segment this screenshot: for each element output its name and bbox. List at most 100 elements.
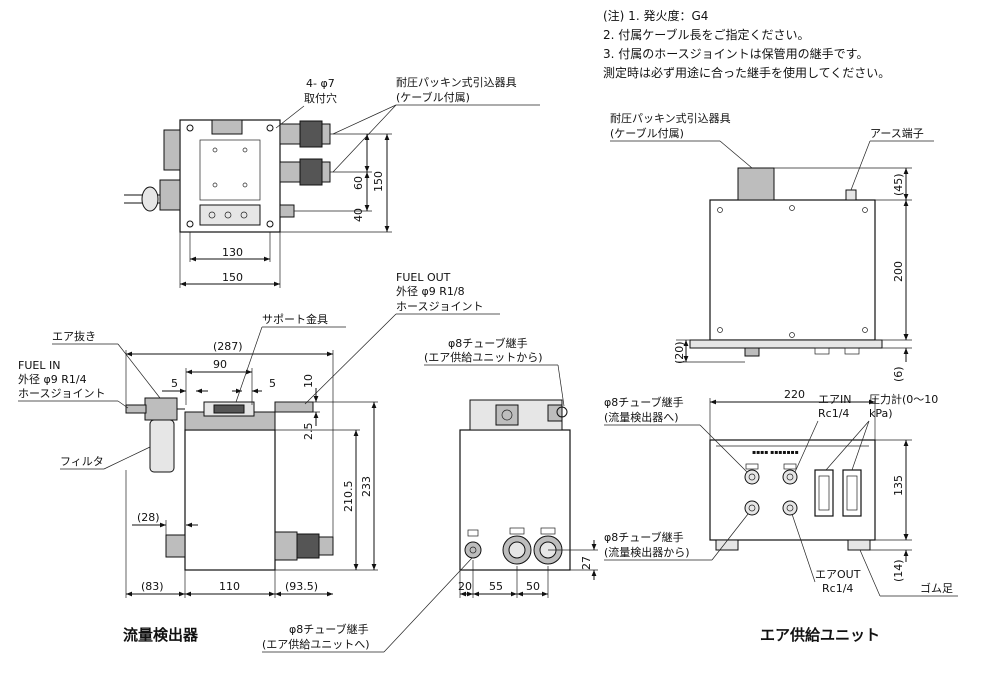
air-in-port-icon	[782, 469, 798, 485]
air-out-label-line1: エアOUT	[815, 568, 861, 581]
middle-top-valve	[495, 404, 519, 426]
dim-60: 60	[352, 176, 365, 190]
top-view-top-block	[211, 119, 243, 135]
fuel-in-label-line1: FUEL IN	[18, 359, 60, 372]
air-unit-side-base	[689, 339, 883, 349]
dim-5-left: 5	[171, 377, 178, 390]
dim-10: 10	[302, 374, 315, 388]
air-unit-nameplate: ▪▪▪▪ ▪▪▪▪▪▪▪	[752, 449, 799, 456]
dim-27: 27	[580, 556, 593, 570]
gland-label-line2: (ケーブル付属)	[396, 90, 470, 104]
detector-gland-base	[274, 531, 298, 561]
middle-fitting-left-icon	[464, 541, 482, 559]
dim-45: (45)	[892, 173, 905, 196]
holes-label-line2: 取付穴	[304, 91, 337, 105]
tube-to-detector-label-line2: (流量検出器へ)	[604, 410, 679, 424]
air-unit-gland-label-line2: (ケーブル付属)	[610, 126, 684, 140]
pressure-gauge-right	[842, 469, 862, 517]
dim-210-5: 210.5	[342, 481, 355, 513]
dim-2-5: 2.5	[302, 423, 315, 441]
mount-hole-icon	[266, 220, 274, 228]
tube-top-label-line2: (エア供給ユニットから)	[424, 350, 543, 364]
fuel-out-hose-joint	[274, 401, 314, 413]
gauge-label-line1: 圧力計(0〜10	[869, 392, 938, 406]
top-view-right-fitting	[279, 204, 295, 218]
support-bracket-label: サポート金具	[262, 312, 328, 326]
fuel-in-label-line2: 外径 φ9 R1/4	[18, 373, 87, 386]
middle-top-tube-fitting-icon	[556, 406, 568, 418]
fuel-in-hose-joint	[125, 404, 147, 414]
mount-hole-icon	[186, 220, 194, 228]
note-line-1: (注) 1. 発火度：G4	[603, 8, 708, 23]
notes-block: (注) 1. 発火度：G4 2. 付属ケーブル長をご指定ください。 3. 付属の…	[603, 8, 890, 80]
dim-90: 90	[213, 358, 227, 371]
note-line-3: 3. 付属のホースジョイントは保管用の継手です。	[603, 46, 868, 61]
dim-110: 110	[219, 580, 240, 593]
dim-6: (6)	[892, 366, 905, 382]
mount-hole-icon	[266, 124, 274, 132]
dim-20: 20	[458, 580, 472, 593]
air-unit-side-body	[709, 199, 876, 341]
fuel-out-label-line2: 外径 φ9 R1/8	[396, 285, 465, 298]
air-unit-side-middle: 20 55 50 27 φ8チューブ継手 (エア供給ユニットから) φ8チューブ…	[262, 336, 598, 653]
top-view: 130 150 60 40 150 4- φ7 取付穴 耐圧パッキン式引込器具 …	[124, 75, 540, 288]
air-unit-foot-left	[715, 539, 739, 551]
air-unit-tube-fitting-lower-icon	[744, 500, 760, 516]
top-view-terminal-block	[199, 204, 261, 226]
air-unit-foot-right	[847, 539, 871, 551]
dim-150-width: 150	[222, 271, 243, 284]
note-line-2: 2. 付属ケーブル長をご指定ください。	[603, 27, 810, 42]
detector-sensor	[213, 404, 245, 414]
note-line-4: 測定時は必ず用途に合った継手を使用してください。	[603, 65, 890, 80]
top-view-inner-plate	[199, 139, 261, 201]
tube-from-detector-label-line1: φ8チューブ継手	[604, 530, 684, 544]
tube-bottom-label-line2: (エア供給ユニットへ)	[262, 637, 370, 651]
tube-bottom-label-line1: φ8チューブ継手	[289, 622, 369, 636]
air-unit-side-gland	[737, 167, 775, 201]
earth-terminal-label: アース端子	[870, 127, 924, 140]
fuel-in-label-line3: ホースジョイント	[18, 387, 105, 400]
dim-55: 55	[489, 580, 503, 593]
top-view-left-fitting	[163, 129, 181, 171]
detector-body	[184, 429, 276, 571]
dim-233: 233	[360, 476, 373, 497]
detector-gland-tail	[318, 536, 334, 556]
top-view-gland-lower-nut	[299, 158, 323, 186]
gauge-label-line2: kPa)	[869, 407, 893, 420]
dim-287: (287)	[213, 340, 243, 353]
filter-label: フィルタ	[60, 455, 104, 468]
air-out-label-line2: Rc1/4	[822, 582, 853, 595]
earth-terminal-icon	[845, 189, 857, 201]
top-view-filter-bowl	[141, 186, 159, 212]
air-unit-front-view: ▪▪▪▪ ▪▪▪▪▪▪▪ 220 135 (14) φ8チューブ継手	[604, 388, 958, 644]
air-vent-label: エア抜き	[52, 329, 96, 343]
filter-bowl	[149, 419, 175, 473]
dim-28: (28)	[137, 511, 160, 524]
air-unit-gland-label-line1: 耐圧パッキン式引込器具	[610, 111, 731, 125]
flow-detector-front: (287) 90 5 5 10 2.5 210.5 233 (28)	[18, 271, 500, 644]
air-unit-tube-fitting-upper-icon	[744, 469, 760, 485]
dim-40: 40	[352, 208, 365, 222]
dim-14: (14)	[892, 559, 905, 582]
dim-83: (83)	[141, 580, 164, 593]
air-in-label-line2: Rc1/4	[818, 407, 849, 420]
flow-detector-title: 流量検出器	[123, 626, 199, 644]
air-out-port-icon	[782, 500, 798, 516]
air-unit-title: エア供給ユニット	[760, 626, 880, 644]
rubber-feet-label: ゴム足	[920, 581, 953, 595]
dim-5-right: 5	[269, 377, 276, 390]
detector-left-lower-fitting	[165, 534, 186, 558]
fuel-out-label-line1: FUEL OUT	[396, 271, 451, 284]
dim-220: 220	[784, 388, 805, 401]
top-view-gland-upper-nut	[299, 120, 323, 148]
detector-gland-nut	[296, 533, 320, 559]
dim-93-5: (93.5)	[285, 580, 318, 593]
pressure-gauge-left	[814, 469, 834, 517]
gland-label-line1: 耐圧パッキン式引込器具	[396, 75, 517, 89]
dim-135: 135	[892, 475, 905, 496]
tube-top-label-line1: φ8チューブ継手	[448, 336, 528, 350]
dim-20-paren: (20)	[673, 341, 686, 364]
air-unit-side-view: (45) 200 (6) (20) 耐圧パッキン式引込器具 (ケーブル付属) ア…	[610, 111, 934, 382]
filter-head	[144, 397, 178, 421]
